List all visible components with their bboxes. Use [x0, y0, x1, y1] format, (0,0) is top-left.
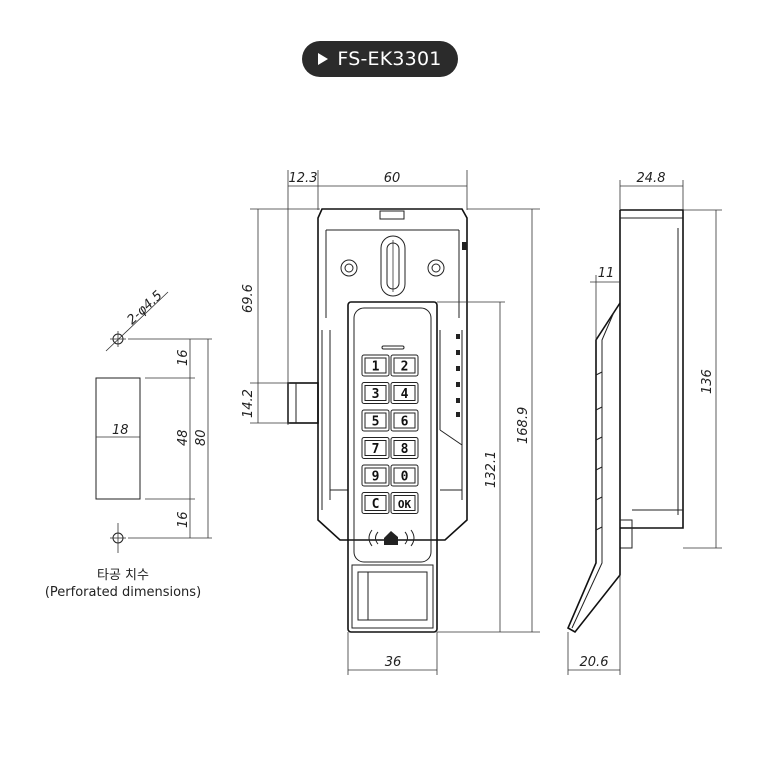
- side-offset-label: 11: [598, 266, 615, 281]
- key-3: 3: [361, 382, 390, 404]
- nfc-card-icon: [368, 529, 415, 547]
- play-triangle-icon: [318, 53, 329, 65]
- key-label: C: [372, 497, 380, 512]
- cutout-slot: [95, 377, 141, 500]
- key-label: 2: [401, 360, 409, 375]
- handle-recess: [351, 564, 434, 629]
- side-depth-label: 24.8: [637, 171, 666, 186]
- keypad-side-profile: [566, 302, 621, 634]
- width-dim-label: 60: [384, 171, 401, 186]
- bottom-width-label: 36: [385, 655, 402, 670]
- key-label: 1: [372, 360, 380, 375]
- key-label: 5: [372, 415, 380, 430]
- front-mount-hole-left: [340, 259, 358, 277]
- key-label: 7: [372, 442, 380, 457]
- cutout-width-label: 18: [112, 423, 129, 438]
- key-label: 3: [372, 387, 380, 402]
- side-bottom-label: 20.6: [580, 655, 609, 670]
- cutout-slot-height-label: 48: [176, 429, 191, 446]
- key-label: 8: [401, 442, 409, 457]
- key-label: 9: [372, 470, 380, 485]
- key-7: 7: [361, 437, 390, 459]
- key-6: 6: [390, 409, 419, 432]
- key-4: 4: [390, 382, 419, 404]
- key-8: 8: [390, 437, 419, 459]
- center-slot: [380, 235, 406, 297]
- status-led: [381, 345, 405, 350]
- key-9: 9: [361, 464, 390, 487]
- side-view: [566, 209, 684, 634]
- hole-dimension-label: 2-φ4.5: [124, 288, 165, 328]
- key-label: 0: [401, 470, 409, 485]
- key-ok: OK: [390, 492, 419, 514]
- cutout-top-gap-label: 16: [176, 349, 191, 366]
- front-mount-hole-right: [427, 259, 445, 277]
- cutout-total-label: 80: [194, 429, 209, 446]
- key-5: 5: [361, 409, 390, 432]
- key-label: 4: [401, 387, 409, 402]
- front-view: 1 2 3 4 5 6 7 8 9 0C OK: [287, 208, 468, 633]
- model-name: FS-EK3301: [337, 48, 442, 70]
- key-0: 0: [390, 464, 419, 487]
- cutout-caption-english: (Perforated dimensions): [45, 585, 201, 600]
- key-2: 2: [390, 354, 419, 377]
- upper-dim-label: 69.6: [241, 284, 256, 313]
- key-label: 6: [401, 415, 409, 430]
- model-title-badge: FS-EK3301: [302, 41, 458, 77]
- cutout-caption-korean: 타공 치수: [97, 568, 149, 583]
- front-dimensions: 12.3 60 69.6 14.2 132.1 168.9 36: [241, 170, 540, 675]
- offset-dim-label: 12.3: [289, 171, 318, 186]
- side-body: [620, 209, 684, 529]
- back-plate: [317, 208, 468, 541]
- keypad-height-label: 132.1: [484, 451, 499, 488]
- cutout-view: 2-φ4.5 18 16 48 80 16 타공 치수 (Perforated …: [45, 288, 212, 600]
- keypad-keys: 1 2 3 4 5 6 7 8 9 0C OK: [361, 354, 419, 514]
- key-label: OK: [398, 498, 412, 511]
- cutout-bottom-gap-label: 16: [176, 511, 191, 528]
- side-height-label: 136: [700, 369, 715, 394]
- top-tab: [379, 210, 405, 220]
- latch-bolt: [287, 382, 319, 424]
- keypad-front: [347, 301, 438, 633]
- total-height-label: 168.9: [516, 407, 531, 444]
- key-1: 1: [361, 354, 390, 377]
- side-dimensions: 24.8 11 136 20.6: [567, 171, 722, 675]
- hole-leader-line: [105, 291, 169, 352]
- key-c: C: [361, 492, 390, 514]
- latch-dim-label: 14.2: [241, 389, 256, 418]
